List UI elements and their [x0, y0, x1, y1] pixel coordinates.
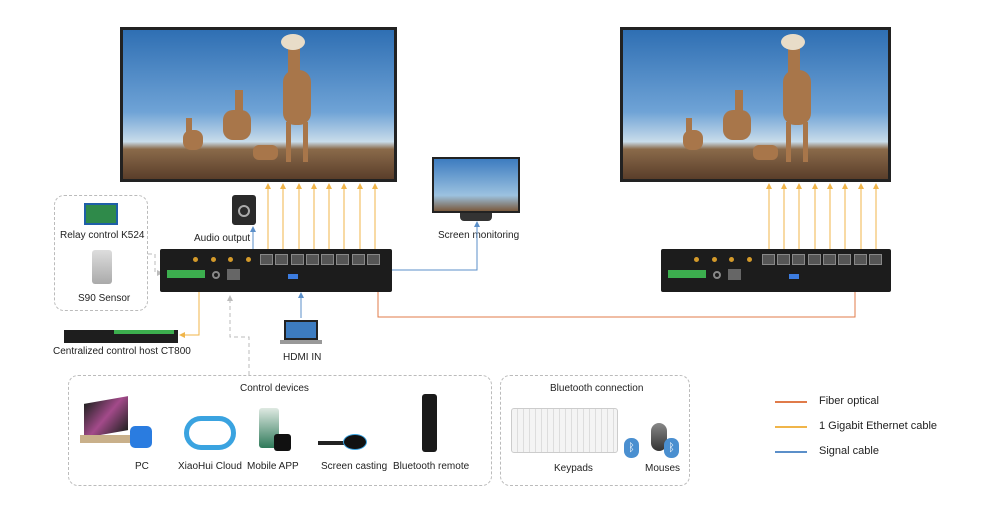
legend-label: 1 Gigabit Ethernet cable [819, 420, 938, 432]
bluetooth-group [500, 375, 690, 486]
sensor-icon [92, 250, 112, 284]
legend-label: Fiber optical [819, 395, 879, 407]
monitoring-label: Screen monitoring [438, 230, 520, 241]
relay-board-icon [84, 203, 118, 225]
monitor [432, 157, 520, 213]
control-item: Screen casting [321, 461, 388, 472]
controller-device-left [160, 249, 392, 292]
sensor-group [54, 195, 148, 311]
audio-label: Audio output [194, 233, 251, 244]
control-devices-title: Control devices [240, 383, 309, 394]
control-item: Bluetooth remote [393, 461, 470, 472]
app-icon [130, 426, 152, 448]
controller-device-right [661, 249, 891, 292]
led-app-icon [274, 434, 291, 451]
control-item: Mobile APP [247, 461, 299, 472]
relay-label: Relay control K524 [60, 230, 145, 241]
legend-fiber-line [775, 401, 807, 403]
ct800-icon [64, 330, 178, 343]
mouse-icon [651, 423, 667, 451]
bluetooth-title: Bluetooth connection [550, 383, 644, 394]
legend-signal-line [775, 451, 807, 453]
sensor-label: S90 Sensor [78, 293, 131, 304]
keyboard-icon [511, 408, 618, 453]
bluetooth-icon: ᛒ [624, 438, 639, 458]
cloud-icon [184, 416, 236, 450]
led-screen-right [620, 27, 891, 182]
control-item: PC [135, 461, 149, 472]
laptop-icon [284, 320, 318, 340]
legend-ethernet-line [775, 426, 807, 428]
monitor-stand [460, 213, 492, 221]
llama-image [123, 30, 394, 179]
llama-image [623, 30, 888, 179]
bluetooth-item: Mouses [645, 463, 681, 474]
control-item: XiaoHui Cloud [178, 461, 242, 472]
casting-dongle-icon [318, 441, 348, 445]
control-devices-group [68, 375, 492, 486]
led-screen-left [120, 27, 397, 182]
ct800-label: Centralized control host CT800 [53, 346, 191, 357]
bluetooth-icon: ᛒ [664, 438, 679, 458]
bluetooth-item: Keypads [554, 463, 593, 474]
hdmi-in-label: HDMI IN [283, 352, 322, 363]
remote-icon [422, 394, 437, 452]
legend-label: Signal cable [819, 445, 879, 457]
speaker-icon [232, 195, 256, 225]
